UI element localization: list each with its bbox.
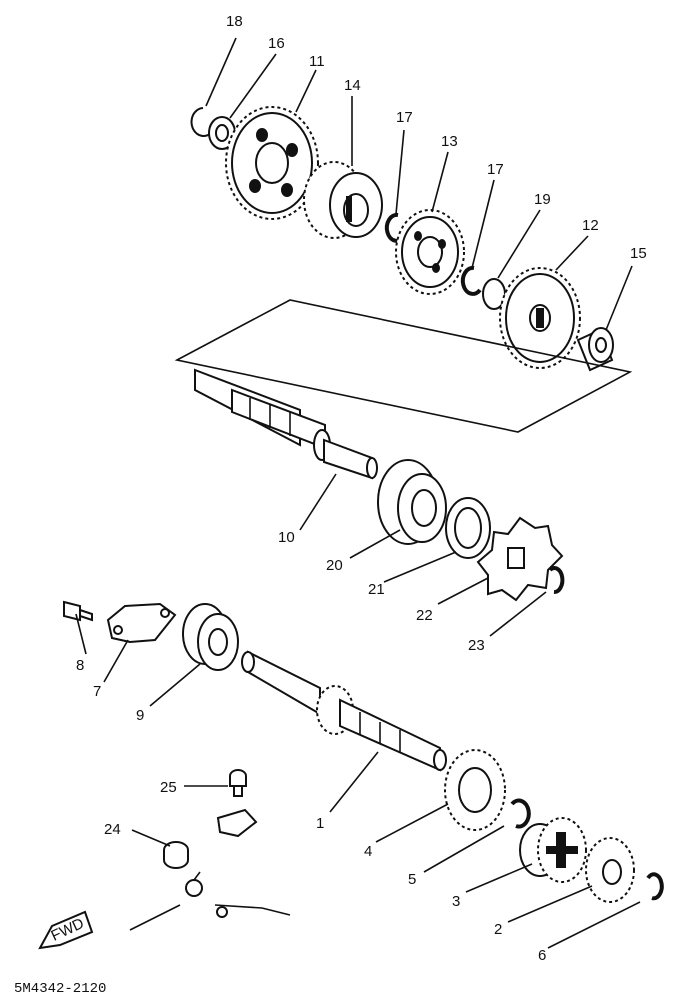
drawing-code: 5M4342-2120 — [14, 981, 106, 997]
plate-7 — [106, 602, 177, 644]
gear-11 — [225, 106, 319, 220]
circlip-5 — [510, 798, 531, 829]
screw-25 — [229, 769, 247, 797]
callout-15: 15 — [630, 245, 647, 262]
gear-3 — [519, 817, 587, 883]
bearing-20 — [377, 459, 447, 545]
crankcase-outline — [129, 871, 291, 931]
callout-25: 25 — [160, 779, 177, 796]
circlip-23 — [548, 566, 565, 594]
callout-2: 2 — [494, 921, 502, 938]
callout-9: 9 — [136, 707, 144, 724]
callout-17-b: 17 — [487, 161, 504, 178]
assembly-outline — [174, 299, 633, 433]
callout-11: 11 — [309, 53, 325, 70]
callout-17-a: 17 — [396, 109, 413, 126]
circlip-17-b — [460, 265, 482, 296]
dowel-hole-a — [185, 879, 203, 897]
callout-16: 16 — [268, 35, 285, 52]
callout-20: 20 — [326, 557, 343, 574]
callout-12: 12 — [582, 217, 599, 234]
leader-lines — [75, 37, 641, 949]
circlip-6 — [646, 872, 664, 901]
callout-18: 18 — [226, 13, 243, 30]
drive-axle-1 — [241, 650, 447, 772]
fwd-arrow-icon — [38, 910, 94, 950]
clip-detail — [216, 808, 258, 838]
callout-5: 5 — [408, 871, 416, 888]
gear-13 — [395, 209, 465, 295]
callout-24: 24 — [104, 821, 121, 838]
callout-3: 3 — [452, 893, 460, 910]
callout-10: 10 — [278, 529, 295, 546]
callout-19: 19 — [534, 191, 551, 208]
gear-4 — [444, 749, 506, 831]
callout-4: 4 — [364, 843, 372, 860]
gear-2 — [585, 837, 635, 903]
callout-14: 14 — [344, 77, 361, 94]
bushing-15 — [576, 327, 614, 372]
callout-6: 6 — [538, 947, 546, 964]
oil-seal-21 — [445, 497, 491, 559]
callout-23: 23 — [468, 637, 485, 654]
callout-13: 13 — [441, 133, 458, 150]
dowel-hole-b — [216, 906, 228, 918]
main-axle-10 — [194, 368, 378, 480]
callout-8: 8 — [76, 657, 84, 674]
callout-7: 7 — [93, 683, 101, 700]
callout-21: 21 — [368, 581, 385, 598]
bolt-8 — [63, 600, 93, 622]
bearing-9 — [182, 603, 239, 671]
plug-24 — [163, 841, 189, 869]
gear-12 — [499, 267, 581, 369]
callout-1: 1 — [316, 815, 324, 832]
callout-22: 22 — [416, 607, 433, 624]
gear-14 — [303, 161, 383, 239]
sprocket-22 — [476, 516, 564, 602]
